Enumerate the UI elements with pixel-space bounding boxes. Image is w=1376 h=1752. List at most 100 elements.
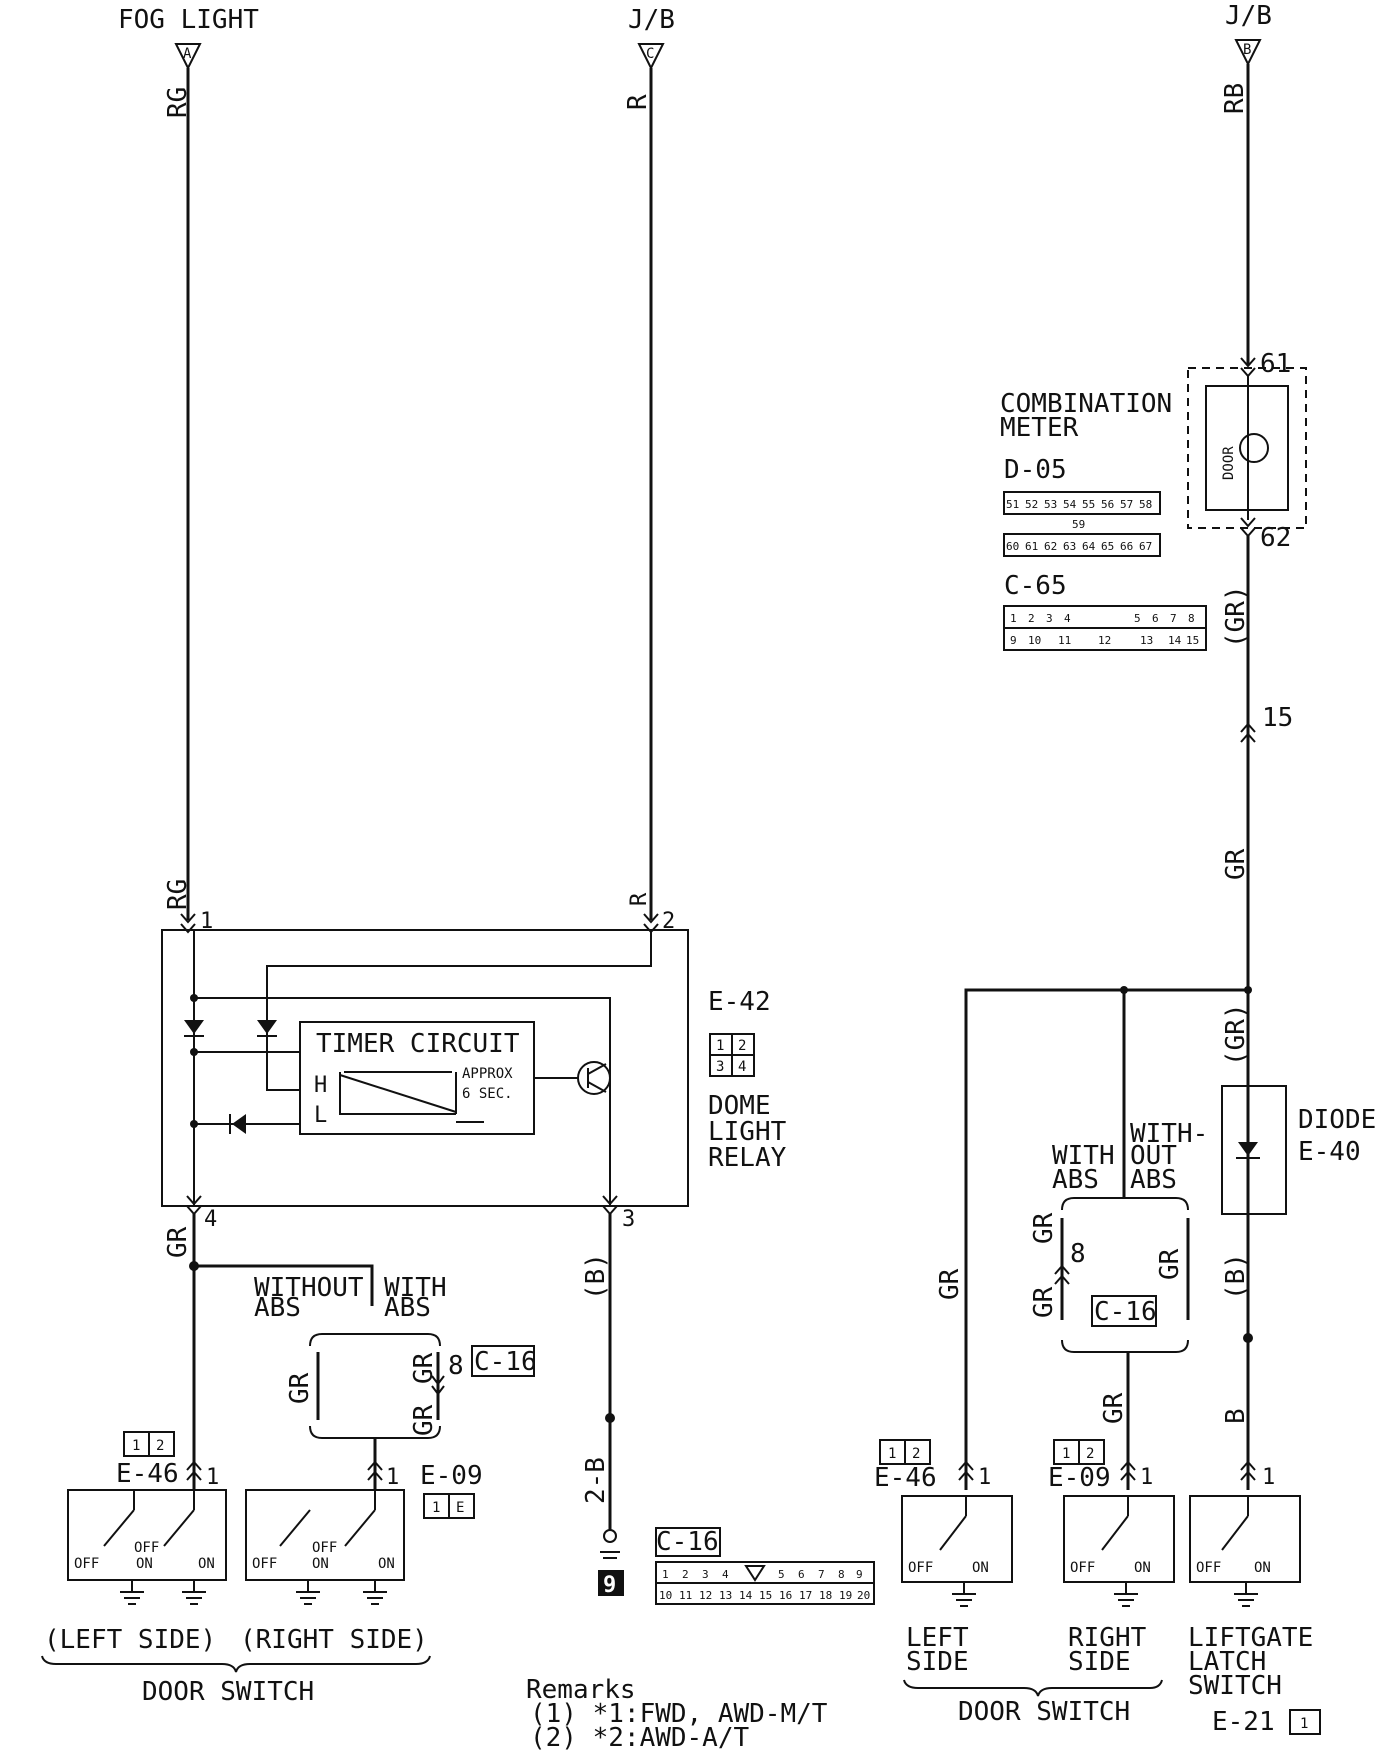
remarks-line2: (2) *2:AWD-A/T [530, 1723, 749, 1752]
relay-name-line1: DOME [708, 1091, 771, 1121]
svg-text:60: 60 [1006, 540, 1019, 553]
pin62: 62 [1260, 523, 1291, 553]
junction-dot [190, 994, 198, 1002]
relay-internal-top [194, 997, 611, 1206]
diode-icon [232, 1114, 246, 1134]
junction-dot [1120, 986, 1128, 994]
junction-dot [1244, 986, 1252, 994]
e46-label: E-46 [874, 1463, 937, 1493]
svg-text:3: 3 [1046, 612, 1053, 625]
bracket-bottom [1061, 1339, 1189, 1353]
diode-icon [184, 1020, 204, 1034]
ground-terminal-icon [603, 1529, 617, 1543]
door-indicator-icon [1239, 433, 1269, 463]
c16-connector-icon [655, 1527, 721, 1557]
ground-icon [952, 1582, 1258, 1607]
diode-code: E-40 [1298, 1137, 1361, 1167]
svg-text:12: 12 [699, 1589, 712, 1602]
relay-pin3: 3 [622, 1207, 635, 1232]
transistor-collector [587, 1063, 607, 1075]
svg-text:54: 54 [1063, 498, 1077, 511]
jb-b-letter: B [1243, 42, 1251, 58]
svg-text:1: 1 [1062, 1446, 1070, 1462]
svg-text:56: 56 [1101, 498, 1114, 511]
pin15: 15 [1262, 703, 1293, 733]
relay-pin2-wire: R [627, 892, 652, 906]
diode-box [1221, 1085, 1287, 1215]
pin8-label: 8 [448, 1351, 464, 1381]
diode-icon [1238, 1142, 1258, 1156]
ground-number: 9 [603, 1573, 616, 1598]
with-abs-line2: ABS [384, 1293, 431, 1323]
svg-text:3: 3 [716, 1059, 724, 1075]
svg-text:12: 12 [1098, 634, 1111, 647]
svg-text:57: 57 [1120, 498, 1133, 511]
approx-label: APPROX [462, 1066, 513, 1082]
wire-2b-label: 2-B [581, 1457, 611, 1504]
liftgate-line3: SWITCH [1188, 1671, 1282, 1701]
timer-graph-axes [339, 1072, 456, 1115]
right-side-line2: SIDE [1068, 1647, 1131, 1677]
fog-light-source: FOG LIGHT A RG [118, 5, 259, 118]
bracket-top [1061, 1197, 1189, 1211]
door-switch-label: DOOR SWITCH [958, 1697, 1130, 1727]
relay-pin1: 1 [200, 909, 213, 934]
svg-text:55: 55 [1082, 498, 1095, 511]
c16-label: C-16 [474, 1347, 537, 1377]
wire-gr-label: GR [1155, 1248, 1185, 1280]
svg-text:1: 1 [432, 1500, 440, 1516]
svg-text:53: 53 [1044, 498, 1057, 511]
fog-light-letter: A [183, 46, 192, 62]
svg-text:67: 67 [1139, 540, 1152, 553]
relay-connector-icon: 1 2 3 4 [709, 1033, 755, 1077]
svg-text:9: 9 [1010, 634, 1017, 647]
c16-pinout-icon: 1 2 3 4 5 6 7 8 9 10 11 12 13 14 15 16 1… [655, 1561, 875, 1605]
svg-text:62: 62 [1044, 540, 1057, 553]
e09-pin: 1 [386, 1465, 399, 1490]
door-switch-bracket [903, 1679, 1163, 1697]
jb-c-letter: C [646, 46, 654, 62]
d05-connector-icon: 51 52 53 54 55 56 57 58 59 60 61 62 63 6… [1003, 491, 1161, 557]
left-side-line2: SIDE [906, 1647, 969, 1677]
c65-label: C-65 [1004, 571, 1067, 601]
without-abs-line2: OUT [1130, 1141, 1177, 1171]
c16-connector-icon [1091, 1295, 1157, 1327]
with-abs-line2: ABS [1052, 1165, 1099, 1195]
switch-on: ON [198, 1556, 215, 1572]
without-abs-line1: WITH- [1130, 1119, 1208, 1149]
svg-text:2: 2 [912, 1446, 920, 1462]
junction-dot [1243, 1333, 1253, 1343]
svg-text:59: 59 [1072, 518, 1085, 531]
jb-c-source: J/B C R [623, 5, 675, 110]
e46-pin: 1 [206, 1465, 219, 1490]
svg-text:51: 51 [1006, 498, 1019, 511]
fog-light-terminal-icon [174, 43, 202, 71]
without-abs-line3: ABS [1130, 1165, 1177, 1195]
e09-label: E-09 [420, 1461, 483, 1491]
liftgate-line1: LIFTGATE [1188, 1623, 1313, 1653]
transistor-emitter [587, 1081, 607, 1093]
e09-label: E-09 [1048, 1463, 1111, 1493]
jb-b-terminal-icon [1234, 39, 1262, 67]
jb-b-source: J/B B RB [1220, 1, 1272, 114]
wire-gr-label: GR [935, 1268, 965, 1300]
ground-icon [120, 1580, 387, 1605]
pin15-connector-icon [1240, 722, 1256, 743]
c16-connector-icon [471, 1345, 535, 1377]
dome-light-relay: RG R 1 2 TIMER CIRCUIT H L APPROX 6 SEC. [161, 879, 787, 1232]
timer-h: H [314, 1073, 327, 1098]
switch-lever [1221, 1515, 1249, 1551]
right-branch: (GR) 15 GR GR (GR) DIODE E-40 (B) B WITH… [874, 536, 1376, 1737]
switch-lever [103, 1509, 135, 1547]
svg-text:2: 2 [738, 1038, 746, 1054]
svg-text:1: 1 [132, 1438, 140, 1454]
junction-dot [605, 1413, 615, 1423]
e09-connector-icon: 1 E [423, 1493, 475, 1519]
svg-text:5: 5 [778, 1568, 785, 1581]
remarks: Remarks (1) *1:FWD, AWD-M/T (2) *2:AWD-A… [526, 1675, 828, 1752]
svg-text:64: 64 [1082, 540, 1096, 553]
left-branch: GR WITHOUT ABS WITH ABS GR GR GR 8 C-16 … [41, 1214, 537, 1707]
ground-number-badge [598, 1570, 624, 1596]
e46-pin-icon [186, 1460, 202, 1481]
svg-text:8: 8 [838, 1568, 845, 1581]
